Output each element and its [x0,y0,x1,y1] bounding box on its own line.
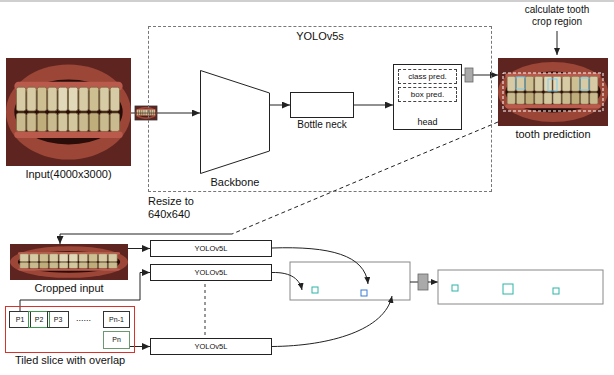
connector-line [354,105,393,106]
detection-mark [312,287,318,293]
connector-line [130,346,150,347]
nms-block [465,68,473,82]
node-text: Input(4000x3000) [25,168,111,181]
trapezoid-outline [201,71,270,174]
node-text: P2 [35,315,44,323]
tile-box: P3 [47,311,69,328]
head-box: head class pred. box pred. [393,64,462,130]
connector-line [232,122,498,234]
node-text: Pn-1 [109,315,124,323]
input-image: Input(4000x3000) [6,58,131,166]
flow-arrow [428,282,438,283]
node-text: box pred. [411,90,444,99]
node-text: P1 [16,315,25,323]
tile-frame: Tiled slice with overlapP1P2P3Pn-1Pn [5,306,135,353]
merge-arrow [272,296,392,347]
node-text: head [417,117,437,127]
merge-arrow [272,272,302,290]
nms-block [418,274,428,290]
resized-thumbnail [135,106,157,120]
node-text: Cropped input [34,282,103,295]
model-region: YOLOv5sBackbone Bottle neck head class pred… [148,26,492,192]
callout-note: calculate tooth crop region [517,4,597,27]
merge-arrow [272,248,368,284]
flow-connector [130,346,150,347]
tooth-box [548,79,557,91]
detection-mark [553,288,559,294]
node-text: Backbone [211,176,260,189]
final-result-box [438,270,603,304]
detection-mark [503,284,513,294]
connector-line [128,248,150,249]
ellipsis-mark: ...... [76,313,91,323]
connector-line [270,105,290,106]
node-text: P3 [54,315,63,323]
node-text: YOLOv5s [296,30,344,43]
node-text: Pn [112,336,121,344]
node-text: Tiled slice with overlap [15,354,125,367]
flow-line [410,282,418,283]
merged-result-box [290,262,410,300]
omission-line [205,284,206,335]
detection-mark [452,285,458,291]
thumbnail-frame [135,106,157,120]
tile-box: Pn [103,331,130,349]
bottleneck-box: Bottle neck [290,92,354,118]
trapezoid-shape [200,70,270,174]
tooth-box [580,78,589,90]
prediction-image: tooth prediction [498,58,608,126]
node-text: YOLOv5L [195,342,228,351]
node-text: YOLOv5L [195,268,228,277]
cropped-image: Cropped input [10,244,128,280]
top-rule [0,0,614,2]
callout-arrow [557,31,558,55]
detector-box: YOLOv5L [150,264,272,281]
node-text: class pred. [408,72,447,81]
node-text: YOLOv5L [195,244,228,253]
tooth-box [516,77,525,89]
flow-connector [354,105,393,106]
prediction-photo [498,58,608,126]
flow-connector [270,105,290,106]
input-photo [6,58,131,166]
box-pred-box: box pred. [398,87,457,102]
backbone-block: Backbone [200,70,270,174]
resize-note: Resize to 640x640 [148,195,210,220]
node-text: tooth prediction [515,128,590,141]
connector-line [60,234,232,244]
class-pred-box: class pred. [398,69,457,84]
crop-region-mark [503,73,603,111]
detector-box: YOLOv5L [150,240,272,257]
tile-box: Pn-1 [103,311,130,328]
flow-connector [128,248,150,249]
detector-box: YOLOv5L [150,338,272,355]
node-text: Bottle neck [297,119,346,131]
cropped-photo [10,244,128,280]
detection-mark [361,290,367,296]
